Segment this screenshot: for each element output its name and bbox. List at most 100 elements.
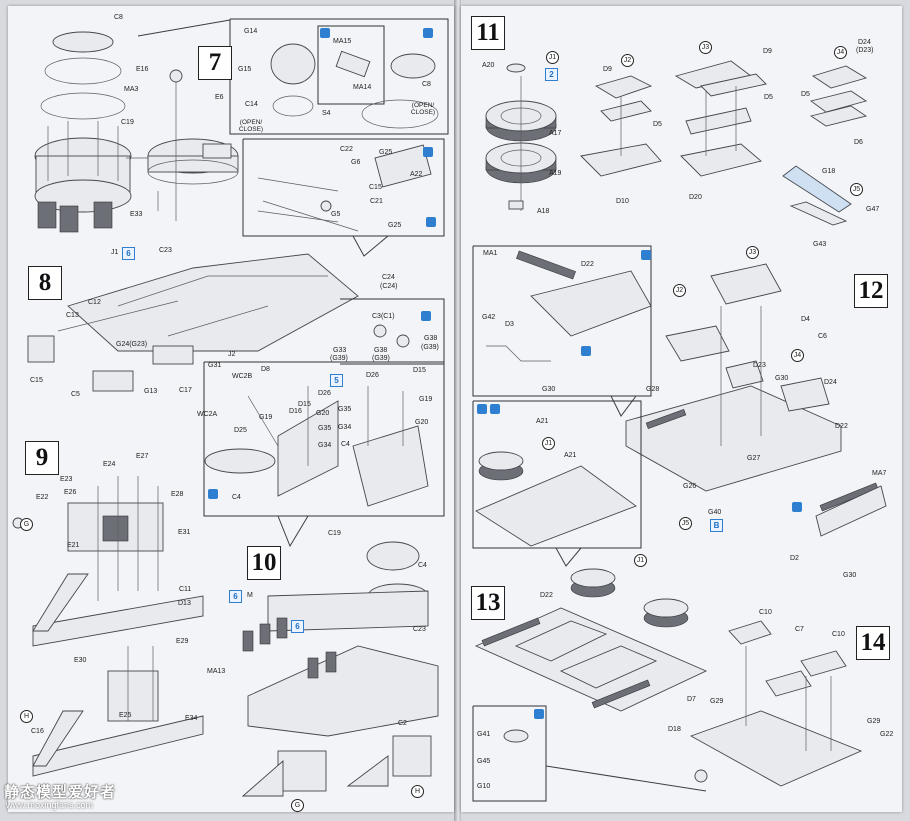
part-label: D5 [653,121,662,128]
part-label: D24 [858,39,871,46]
part-label: D18 [668,726,681,733]
part-label: G34 [318,442,332,449]
part-label: G20 [316,410,330,417]
part-label: MA1 [483,250,498,257]
sub-assembly-j1: J1 [634,554,647,567]
callout-h: H [20,710,33,723]
part-label: (D23) [856,47,874,54]
part-label: G6 [351,159,361,166]
part-label: D26 [318,390,331,397]
part-label: (G39) [330,355,348,362]
step-11-number: 11 [471,16,505,50]
part-label: E28 [171,491,184,498]
part-label: D20 [689,194,702,201]
part-label: G18 [822,168,836,175]
cement-icon [208,489,218,499]
cement-icon [320,28,330,38]
sub-assembly-j1: J1 [542,437,555,450]
part-label: A21 [564,452,577,459]
part-label: E31 [178,529,191,536]
part-label: C19 [121,119,134,126]
part-label: G10 [477,783,491,790]
cement-icon [641,250,651,260]
part-label: WC2B [232,373,253,380]
part-label: G14 [244,28,258,35]
part-label: J2 [228,351,236,358]
part-label: G19 [419,396,433,403]
part-label: C11 [179,586,192,593]
part-label: D5 [801,91,810,98]
part-label: J1 [111,249,119,256]
part-label: E34 [185,715,198,722]
part-label: E23 [60,476,73,483]
part-label: E33 [130,211,143,218]
right-page-drawings [472,60,887,802]
step-10-number: 10 [247,546,281,580]
part-label: G5 [331,211,341,218]
part-label: (G39) [421,344,439,351]
part-label: D9 [603,66,612,73]
paint-ref-badge: 5 [330,374,343,387]
sub-assembly-j2: J2 [621,54,634,67]
part-label: G43 [813,241,827,248]
cement-icon [534,709,544,719]
watermark-site-name: 静态模型爱好者 [4,784,117,801]
cement-icon [792,502,802,512]
part-label: C19 [328,530,341,537]
part-label: E30 [74,657,87,664]
part-label: G35 [318,425,332,432]
part-label: G38 [374,347,388,354]
part-label: MA7 [872,470,887,477]
cement-icon [581,346,591,356]
paint-ref-badge: B [710,519,723,532]
part-label: D15 [298,401,311,408]
part-label: M [247,592,253,599]
part-label: D7 [687,696,696,703]
part-label: C8 [114,14,123,21]
paint-ref-badge: 2 [545,68,558,81]
part-label: A20 [482,62,495,69]
part-label: C4 [232,494,241,501]
part-label: G30 [843,572,857,579]
cement-icon [490,404,500,414]
part-label: A21 [536,418,549,425]
part-label: D26 [366,372,379,379]
part-label: D16 [289,408,302,415]
sub-assembly-j3: J3 [699,41,712,54]
part-label: MA3 [124,86,139,93]
part-label: S4 [322,110,331,117]
part-label: (C24) [380,283,398,290]
callout-g: G [20,518,33,531]
sub-assembly-j5: J5 [679,517,692,530]
part-label: G45 [477,758,491,765]
part-label: C17 [179,387,192,394]
part-label: D22 [581,261,594,268]
part-label: G33 [333,347,347,354]
part-label: G31 [208,362,222,369]
part-label: C8 [422,81,431,88]
part-label: D9 [763,48,772,55]
part-label: MA15 [333,38,352,45]
part-label: E16 [136,66,149,73]
part-label: C15 [369,184,382,191]
part-label: G41 [477,731,491,738]
part-label: A22 [410,171,423,178]
cement-icon [423,28,433,38]
cement-icon [421,311,431,321]
part-label: G29 [867,718,881,725]
part-label: G35 [338,406,352,413]
part-label: G29 [710,698,724,705]
part-label: D6 [854,139,863,146]
part-label: C23 [413,626,426,633]
callout-g: G [291,799,304,812]
part-label: C3(C1) [372,313,395,320]
part-label: D15 [413,367,426,374]
watermark-url: www.moxingfans.com [6,800,94,810]
part-label: D25 [234,427,247,434]
part-label: WC2A [197,411,218,418]
step-9-number: 9 [25,441,59,475]
part-label: G24(G23) [116,341,148,348]
part-label: C24 [382,274,395,281]
part-label: D22 [835,423,848,430]
part-label: E25 [119,712,132,719]
